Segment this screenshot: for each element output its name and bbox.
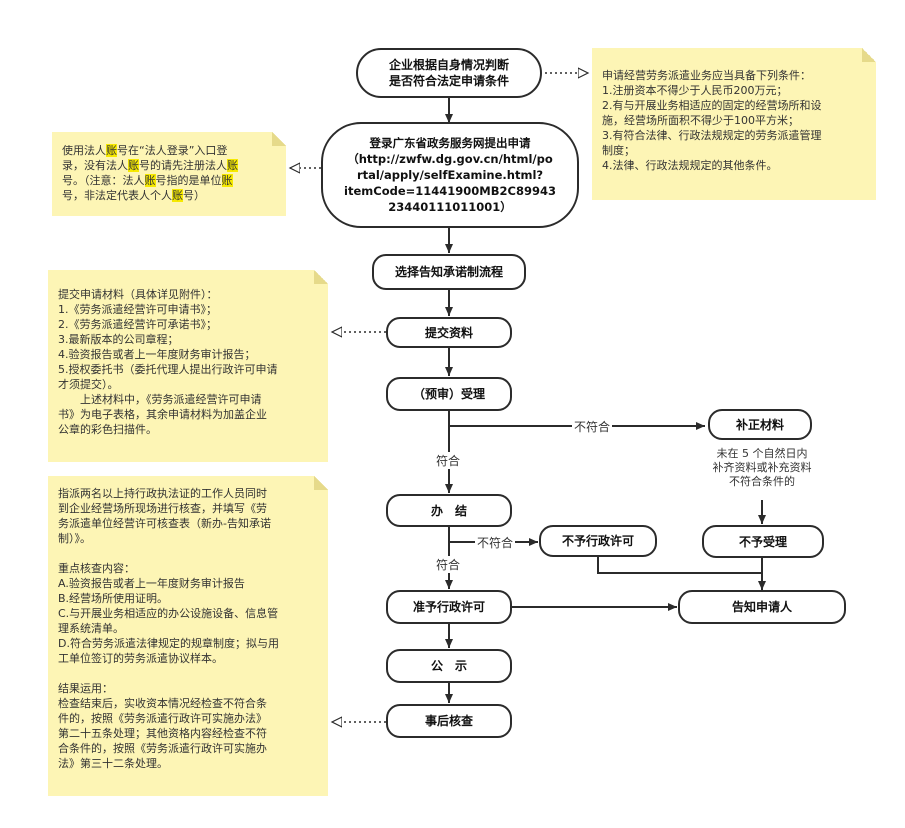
- materials-line: 3.最新版本的公司章程；: [58, 333, 179, 346]
- inspection-line: C.与开展业务相适应的办公设施设备、信息管: [58, 607, 279, 620]
- login-tip-line: 录，没有法人账号的请先注册法人账: [62, 158, 276, 173]
- materials-line: 2.《劳务派遣经营许可承诺书》；: [58, 318, 217, 331]
- conditions-line: 1.注册资本不得少于人民币200万元；: [602, 84, 788, 97]
- login-tip-note: 使用法人账号在“法人登录”入口登 录，没有法人账号的请先注册法人账 号。（注意：…: [52, 132, 286, 216]
- supplement-note-line-3: 不符合条件的: [729, 475, 795, 488]
- edge-label-conform-1: 符合: [434, 452, 463, 469]
- supplement-timeout-note: 未在 5 个自然日内 补齐资料或补充资料 不符合条件的: [692, 447, 832, 489]
- tip-text: 号，非法定代表人个人: [62, 189, 172, 202]
- edge-label-not-conform-1: 不符合: [572, 418, 613, 435]
- inspection-line: 检查结束后，实收资本情况经检查不符合条: [58, 697, 267, 710]
- materials-line: 5.授权委托书（委托代理人提出行政许可申请: [58, 363, 278, 376]
- inspection-line: 法》第三十二条处理。: [58, 757, 168, 770]
- tip-highlight: 账: [128, 159, 139, 172]
- deny-permit-node: 不予行政许可: [539, 525, 657, 557]
- not-accepted-node: 不予受理: [702, 525, 824, 558]
- conditions-line: 4.法律、行政法规规定的其他条件。: [602, 159, 778, 172]
- materials-note: 提交申请材料（具体详见附件）： 1.《劳务派遣经营许可申请书》； 2.《劳务派遣…: [48, 270, 328, 462]
- supplement-note-line-2: 补齐资料或补充资料: [712, 461, 812, 474]
- inspection-line: [58, 546, 318, 561]
- conditions-line: 制度；: [602, 144, 635, 157]
- conditions-line: 申请经营劳务派遣业务应当具备下列条件：: [602, 69, 811, 82]
- supplement-node: 补正材料: [708, 409, 812, 440]
- pre-review-node: （预审）受理: [386, 377, 512, 411]
- login-line-1: 登录广东省政务服务网提出申请: [369, 136, 531, 150]
- conditions-line: 施，经营场所面积不得少于100平方米；: [602, 114, 799, 127]
- conditions-line: 3.有符合法律、行政法规规定的劳务派遣管理: [602, 129, 822, 142]
- inspection-line: B.经营场所使用证明。: [58, 592, 169, 605]
- inspection-line: 工单位签订的劳务派遣协议样本。: [58, 652, 223, 665]
- login-line-4: itemCode=11441900MB2C89943: [344, 184, 556, 198]
- tip-text: 号在“法人登录”入口登: [117, 144, 228, 157]
- edge-label-conform-2: 符合: [434, 556, 463, 573]
- note-fold: [314, 270, 328, 284]
- inspection-line: 指派两名以上持行政执法证的工作人员同时: [58, 487, 267, 500]
- conditions-note: 申请经营劳务派遣业务应当具备下列条件： 1.注册资本不得少于人民币200万元； …: [592, 48, 876, 200]
- inspection-line: 结果运用：: [58, 682, 113, 695]
- choose-flow-node: 选择告知承诺制流程: [372, 254, 526, 290]
- materials-line: 上述材料中，《劳务派遣经营许可申请: [58, 393, 262, 406]
- login-tip-line: 号，非法定代表人个人账号）: [62, 188, 276, 203]
- edge-label-not-conform-2: 不符合: [475, 534, 516, 551]
- login-apply-node: 登录广东省政务服务网提出申请 （http://zwfw.dg.gov.cn/ht…: [321, 122, 579, 228]
- tip-text: 号的请先注册法人: [139, 159, 227, 172]
- inspection-line: 合条件的，按照《劳务派遣行政许可实施办: [58, 742, 267, 755]
- submit-materials-node: 提交资料: [386, 317, 512, 348]
- tip-text: 号）: [183, 189, 205, 202]
- notify-applicant-node: 告知申请人: [678, 590, 846, 624]
- materials-line: 4.验资报告或者上一年度财务审计报告；: [58, 348, 256, 361]
- inspection-line: [58, 666, 318, 681]
- login-line-5: 23440111011001）: [388, 200, 512, 214]
- materials-line: 提交申请材料（具体详见附件）：: [58, 288, 218, 301]
- process-node: 办 结: [386, 494, 512, 527]
- login-line-3: rtal/apply/selfExamine.html?: [356, 168, 544, 182]
- materials-line: 书》为电子表格，其余申请材料为加盖企业: [58, 408, 267, 421]
- inspection-line: 理系统清单。: [58, 622, 124, 635]
- login-line-2: （http://zwfw.dg.gov.cn/html/po: [347, 152, 553, 166]
- publicize-node: 公 示: [386, 649, 512, 683]
- supplement-note-line-1: 未在 5 个自然日内: [716, 447, 808, 460]
- tip-text: 号指的是单位: [155, 174, 222, 187]
- tip-text: 录，没有法人: [62, 159, 128, 172]
- start-node: 企业根据自身情况判断 是否符合法定申请条件: [356, 48, 542, 98]
- materials-line: 1.《劳务派遣经营许可申请书》；: [58, 303, 217, 316]
- inspection-line: 重点核查内容：: [58, 562, 135, 575]
- tip-text: 号。（注意：法人: [62, 174, 145, 187]
- inspection-line: D.符合劳务派遣法律规定的规章制度；拟与用: [58, 637, 279, 650]
- note-fold: [272, 132, 286, 146]
- inspection-line: 制）》。: [58, 532, 91, 545]
- materials-line: 才须提交）。: [58, 378, 119, 391]
- inspection-note: 指派两名以上持行政执法证的工作人员同时 到企业经营场所现场进行核查，并填写《劳 …: [48, 476, 328, 796]
- inspection-line: 第二十五条处理；其他资格内容经检查不符: [58, 727, 267, 740]
- tip-text: 使用法人: [62, 144, 106, 157]
- start-line-1: 企业根据自身情况判断: [388, 58, 509, 72]
- tip-highlight: 账: [106, 144, 117, 157]
- tip-highlight: 账: [144, 174, 156, 187]
- inspection-line: 到企业经营场所现场进行核查，并填写《劳: [58, 502, 267, 515]
- post-check-node: 事后核查: [386, 704, 512, 738]
- start-line-2: 是否符合法定申请条件: [388, 74, 509, 88]
- grant-permit-node: 准予行政许可: [386, 590, 512, 624]
- login-tip-line: 号。（注意：法人账号指的是单位账: [62, 173, 276, 188]
- tip-highlight: 账: [172, 189, 183, 202]
- materials-line: 公章的彩色扫描件。: [58, 423, 157, 436]
- note-fold: [862, 48, 876, 62]
- tip-highlight: 账: [221, 174, 233, 187]
- login-tip-line: 使用法人账号在“法人登录”入口登: [62, 143, 276, 158]
- note-fold: [314, 476, 328, 490]
- inspection-line: A.验资报告或者上一年度财务审计报告: [58, 577, 245, 590]
- inspection-line: 件的，按照《劳务派遣行政许可实施办法》: [58, 712, 267, 725]
- conditions-line: 2.有与开展业务相适应的固定的经营场所和设: [602, 99, 822, 112]
- inspection-line: 务派遣单位经营许可核查表（新办-告知承诺: [58, 517, 271, 530]
- tip-highlight: 账: [227, 159, 238, 172]
